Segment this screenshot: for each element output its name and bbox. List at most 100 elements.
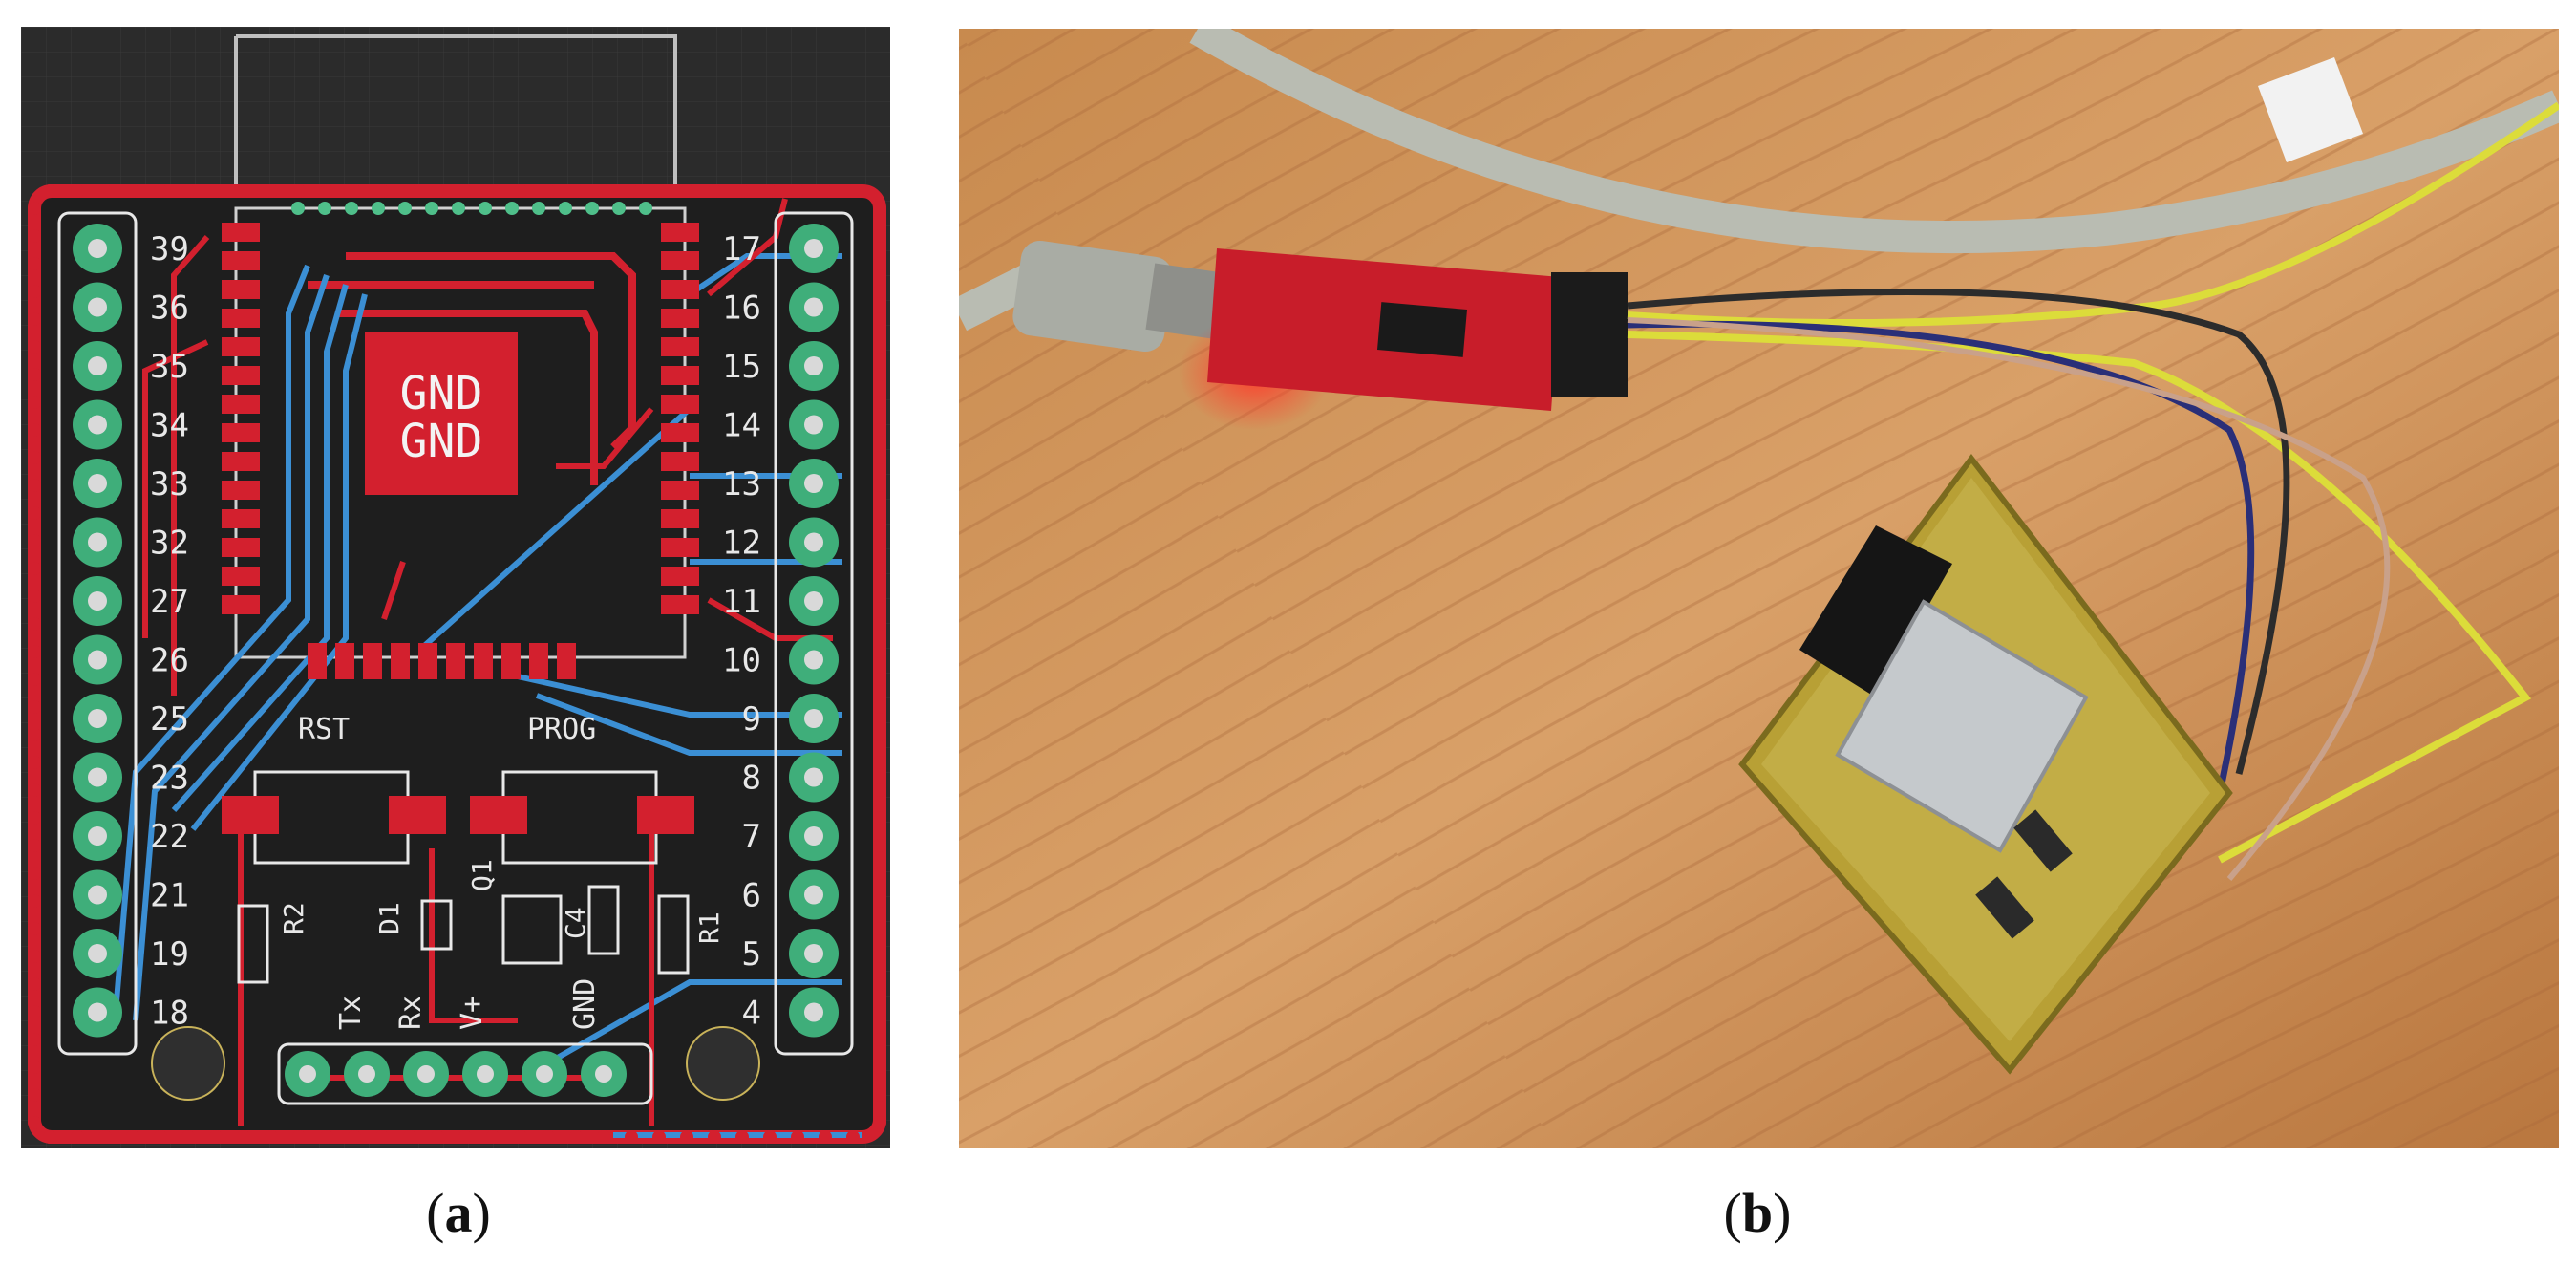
header-label: Tx (334, 996, 368, 1030)
module-pads-right (661, 223, 699, 614)
pin-label: 16 (722, 289, 761, 328)
module-pad (222, 309, 260, 328)
module-pad (661, 223, 699, 242)
module-pad (661, 481, 699, 500)
pin-label: 4 (742, 995, 761, 1033)
serial-header-pins (285, 1051, 627, 1097)
pin-label: 12 (722, 525, 761, 563)
module-pad (363, 643, 382, 679)
module-pad (661, 280, 699, 299)
cable-tag (2258, 57, 2363, 162)
pin-label: 8 (742, 760, 761, 798)
module-pad (661, 309, 699, 328)
pin-label: 23 (150, 760, 189, 798)
tan-wire (1627, 317, 2391, 881)
module-pad (661, 452, 699, 471)
module-pad (222, 395, 260, 414)
r2-footprint (237, 904, 269, 984)
pin-label: 32 (150, 525, 189, 563)
pin-label: 19 (150, 935, 189, 974)
module-pad (222, 481, 260, 500)
pin-label: 22 (150, 818, 189, 856)
usb-cable (1189, 29, 2559, 254)
tactile-button (2013, 809, 2073, 872)
d1-footprint (420, 899, 453, 951)
module-pad (222, 223, 260, 242)
module-pad (222, 280, 260, 299)
pin-label: 11 (722, 583, 761, 621)
c4-label: C4 (560, 907, 591, 939)
pin-label: 35 (150, 348, 189, 386)
c4-footprint (587, 885, 620, 955)
module-pad (222, 251, 260, 270)
mounting-hole (151, 1026, 225, 1101)
gnd-pad (365, 332, 518, 495)
pin-label: 25 (150, 700, 189, 739)
pin-label: 7 (742, 818, 761, 856)
header-socket (1799, 525, 1952, 697)
module-pad (661, 251, 699, 270)
module-pad (222, 509, 260, 528)
jumper-connectors (1551, 272, 1628, 397)
left-header-outline (57, 211, 138, 1056)
module-pad (661, 395, 699, 414)
esp32-module (1835, 599, 2089, 853)
pin-label: 6 (742, 877, 761, 915)
module-pad (222, 337, 260, 356)
right-header-outline (774, 211, 854, 1056)
module-pads-bottom (308, 643, 576, 679)
r1-footprint (657, 894, 690, 975)
caption-b: (b) (1723, 1182, 1792, 1244)
module-pad (222, 595, 260, 614)
pin-label: 26 (150, 642, 189, 680)
tactile-button (1975, 876, 2034, 939)
pcb-layout-panel: GND GND (21, 27, 890, 1148)
module-pad (446, 643, 465, 679)
antenna-outline (236, 34, 677, 199)
pin-label: 39 (150, 230, 189, 268)
pin-label: 21 (150, 877, 189, 915)
rst-label: RST (298, 713, 350, 746)
module-pad (529, 643, 548, 679)
r2-label: R2 (278, 902, 309, 934)
blue-wire (1627, 320, 2255, 794)
module-pad (661, 423, 699, 442)
usb-plug (1012, 240, 1173, 353)
pin-label: 5 (742, 935, 761, 974)
gnd-label: GND (400, 367, 483, 420)
module-pad (391, 643, 410, 679)
pin-label: 36 (150, 289, 189, 328)
module-pad (661, 337, 699, 356)
module-pads-left (222, 223, 260, 614)
yellow-wire (1627, 101, 2559, 327)
serial-header-labels: Tx Rx V+ GND (334, 978, 602, 1030)
module-pad (222, 567, 260, 586)
pin-label: 34 (150, 407, 189, 445)
r1-label: R1 (693, 911, 725, 944)
q1-footprint (501, 894, 563, 965)
module-pad (474, 643, 493, 679)
blue-traces (114, 253, 862, 1138)
pin-label: 14 (722, 407, 761, 445)
module-pad (418, 643, 437, 679)
pin-label: 15 (722, 348, 761, 386)
module-pad (222, 538, 260, 557)
module-pad (661, 366, 699, 385)
module-pad (222, 452, 260, 471)
prototype-photo (959, 29, 2559, 1148)
pin-label: 17 (722, 230, 761, 268)
pin-label: 33 (150, 465, 189, 504)
header-label: GND (568, 978, 602, 1030)
pin-label: 27 (150, 583, 189, 621)
module-pad (308, 643, 327, 679)
header-label: V+ (456, 996, 489, 1030)
header-label: Rx (394, 996, 428, 1030)
pin-label: 10 (722, 642, 761, 680)
module-pad (335, 643, 354, 679)
module-pad (222, 366, 260, 385)
pcb-layout-drawing: GND GND (21, 27, 890, 1148)
q1-label: Q1 (466, 859, 498, 891)
module-pad (222, 423, 260, 442)
